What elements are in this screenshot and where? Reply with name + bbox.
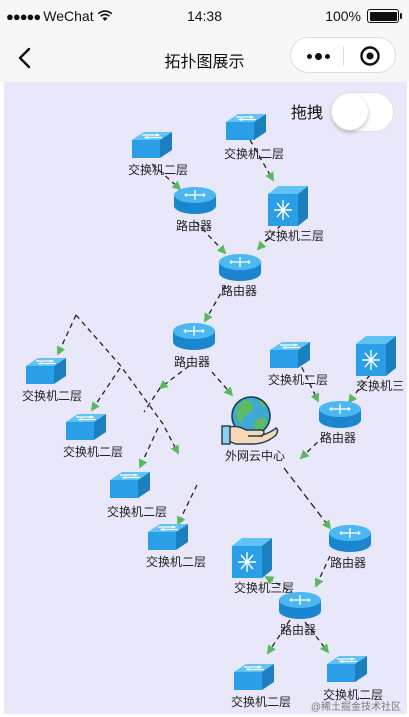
node-switch-l2-b[interactable]: 交换机二层 [224,113,284,161]
topology-canvas[interactable] [4,82,407,714]
node-label: 交换机二层 [268,372,328,387]
signal-icon: ●●●●● [6,8,41,24]
node-switch-l3-c[interactable]: 交换机三层 [231,537,294,595]
watermark: @稀土掘金技术社区 [310,702,401,713]
node-switch-l2-i[interactable]: 交换机二层 [323,655,383,702]
back-icon[interactable] [12,44,40,72]
node-label: 交换机二层 [128,162,188,177]
node-label: 交换机二层 [231,694,291,709]
node-switch-l2-c[interactable]: 交换机二层 [22,357,82,403]
node-label: 交换机二层 [22,388,82,403]
cloud-globe-icon [221,396,279,445]
node-label: 外网云中心 [225,448,285,463]
capsule-divider [343,46,344,66]
status-bar: ●●●●● WeChat 14:38 100% [0,0,409,34]
drag-toggle-label: 拖拽 [291,105,324,122]
node-router-b[interactable]: 路由器 [218,253,262,298]
status-right: 100% [325,8,402,24]
node-switch-l2-a[interactable]: 交换机二层 [128,131,188,177]
toggle-knob [332,94,368,130]
node-label: 路由器 [320,430,356,445]
node-label: 路由器 [280,622,316,637]
node-switch-l2-f[interactable]: 交换机二层 [146,523,206,569]
node-switch-l3-b[interactable]: 交换机三 [355,335,404,393]
node-label: 交换机二层 [107,504,167,519]
drag-toggle-switch[interactable] [330,92,394,132]
node-router-d[interactable]: 路由器 [318,400,362,445]
miniprogram-capsule [290,37,396,73]
node-label: 交换机二层 [323,687,383,702]
node-label: 交换机三层 [264,228,324,243]
node-label: 交换机三层 [234,580,294,595]
node-router-a[interactable]: 路由器 [173,186,217,233]
node-label: 路由器 [330,555,366,570]
status-time: 14:38 [186,8,223,24]
node-switch-l2-d[interactable]: 交换机二层 [63,413,123,459]
node-switch-l2-g[interactable]: 交换机二层 [268,341,328,387]
node-router-c[interactable]: 路由器 [172,322,216,369]
status-left: ●●●●● WeChat [6,8,113,24]
topology-links [56,139,371,655]
page-title: 拓扑图展示 [164,54,245,71]
node-label: 路由器 [176,218,212,233]
carrier-label: WeChat [43,8,94,24]
wifi-icon [97,10,112,21]
node-router-e[interactable]: 路由器 [328,524,372,570]
node-switch-l2-h[interactable]: 交换机二层 [231,663,291,709]
node-label: 路由器 [174,354,210,369]
node-label: 交换机二层 [146,554,206,569]
node-cloud-center[interactable]: 外网云中心 [221,396,285,463]
node-label: 交换机二层 [63,444,123,459]
node-label: 交换机二层 [224,146,284,161]
close-miniprogram-icon[interactable] [359,45,381,67]
node-router-f[interactable]: 路由器 [278,591,322,637]
more-icon[interactable] [303,43,333,69]
node-switch-l3-a[interactable]: 交换机三层 [264,185,324,243]
node-label: 交换机三 [356,378,404,393]
node-switch-l2-e[interactable]: 交换机二层 [107,471,167,519]
nav-bar: 拓扑图展示 [0,34,409,82]
battery-icon [367,9,402,23]
node-label: 路由器 [221,283,257,298]
battery-percent: 100% [325,8,361,24]
